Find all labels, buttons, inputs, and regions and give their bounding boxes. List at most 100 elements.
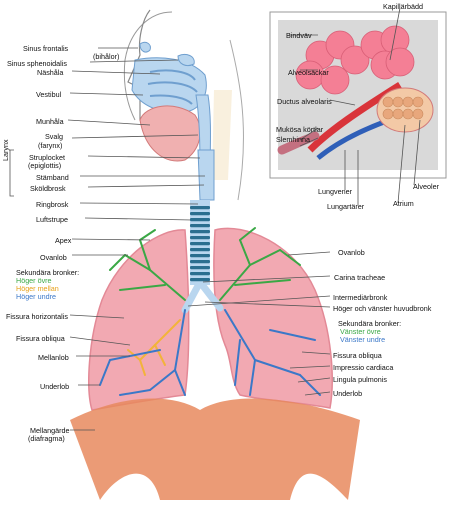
- bronchus-right-upper: [119, 284, 166, 291]
- label-lungartarer: Lungartärer: [327, 202, 365, 211]
- bronchus-right-lower: [174, 369, 186, 396]
- leader-line: [71, 70, 161, 75]
- trachea-ring: [190, 278, 210, 282]
- leader-line: [297, 377, 331, 383]
- label-hoger-mellan: Höger mellan: [16, 284, 59, 293]
- leader-line: [89, 59, 179, 63]
- label-fissura-obliqua-left: Fissura obliqua: [16, 334, 65, 343]
- bronchus-left-lower: [269, 329, 316, 341]
- trachea-ring: [190, 242, 210, 246]
- leader-line: [79, 202, 199, 205]
- bronchus-right-upper: [124, 254, 151, 271]
- trachea-ring: [190, 254, 210, 258]
- bronchus-left-lower: [299, 374, 321, 396]
- bronchus-left-lower: [224, 309, 256, 361]
- label-mukosa-kortlar: Mukösa körtlar: [276, 125, 324, 134]
- trachea-ring: [190, 236, 210, 240]
- label-lingula-pulmonis: Lingula pulmonis: [333, 375, 387, 384]
- bronchus-left-upper: [239, 227, 256, 241]
- label-hoger-undre: Höger undre: [16, 292, 56, 301]
- bronchus-left-upper: [234, 279, 291, 286]
- leader-line: [287, 251, 331, 256]
- alveolus: [402, 108, 414, 120]
- bronchus-right-middle: [154, 344, 166, 366]
- leader-line: [299, 137, 319, 147]
- bronchus-left-upper: [249, 249, 281, 266]
- trachea-ring: [190, 272, 210, 276]
- label-larynx: Larynx: [1, 139, 10, 161]
- leader-line: [71, 134, 199, 139]
- label-skoldbrosk: Sköldbrosk: [30, 184, 66, 193]
- bronchiole-inset: [277, 131, 320, 155]
- label-epiglottis: (epiglottis): [28, 161, 62, 170]
- alveolus: [382, 96, 394, 108]
- label-sinus-frontalis: Sinus frontalis: [23, 44, 69, 53]
- leader-line: [87, 155, 201, 159]
- bronchus-left-lower: [254, 359, 301, 376]
- label-bihalor: (bihålor): [93, 52, 120, 61]
- alveolar-sac: [340, 45, 370, 75]
- label-slemhinna: Slemhinna: [276, 135, 310, 144]
- leader-line: [69, 314, 125, 319]
- leader-line: [202, 275, 331, 283]
- right-main-bronchus: [181, 278, 204, 314]
- label-hoger-vanster-huvudbronk: Höger och vänster huvudbronk: [333, 304, 432, 313]
- trachea-ring: [190, 248, 210, 252]
- label-luftstrupe: Luftstrupe: [36, 215, 68, 224]
- leader-line: [71, 238, 151, 241]
- alveolus: [412, 96, 424, 108]
- nasal-cavity: [131, 57, 207, 114]
- label-stamband: Stämband: [36, 173, 69, 182]
- leader-line: [299, 127, 319, 141]
- alveolus: [412, 108, 424, 120]
- label-hoger-ovre: Höger övre: [16, 276, 52, 285]
- label-ringbrosk: Ringbrosk: [36, 200, 69, 209]
- leader-line: [69, 336, 131, 346]
- alveolus: [402, 96, 414, 108]
- label-vanster-undre: Vänster undre: [340, 335, 386, 344]
- trachea-ring: [190, 218, 210, 222]
- leader-line: [301, 351, 331, 355]
- bronchus-right-upper: [149, 269, 186, 301]
- label-alveoler: Alveoler: [413, 182, 439, 191]
- label-ovanlob-left: Ovanlob: [40, 253, 67, 262]
- trachea-ring: [190, 260, 210, 264]
- label-mellanlob: Mellanlob: [38, 353, 69, 362]
- bronchus-right-lower: [109, 349, 161, 361]
- label-ductus-alveolaris: Ductus alveolaris: [277, 97, 332, 106]
- bronchus-right-lower: [99, 359, 111, 386]
- label-kapillarbadd: Kapillärbädd: [383, 2, 423, 11]
- leader-line: [67, 119, 151, 126]
- leader-line: [304, 391, 331, 396]
- label-fissura-horizontalis: Fissura horizontalis: [6, 312, 68, 321]
- label-vestibul: Vestibul: [36, 90, 62, 99]
- label-sinus-sphenoidalis: Sinus sphenoidalis: [7, 59, 67, 68]
- bronchus-left-lower: [249, 359, 256, 396]
- trachea-ring: [190, 266, 210, 270]
- tongue: [139, 105, 201, 162]
- leader-line: [84, 217, 193, 221]
- alveolar-sac: [320, 65, 350, 95]
- bronchus-right-lower: [119, 389, 151, 396]
- label-apex: Apex: [55, 236, 72, 245]
- leader-line: [289, 365, 331, 369]
- label-vanster-ovre: Vänster övre: [340, 327, 381, 336]
- trachea-ring: [190, 224, 210, 228]
- trachea-ring: [190, 212, 210, 216]
- label-diafragma: (diafragma): [28, 434, 65, 443]
- label-sekundara-bronker-left: Sekundära bronker:: [16, 268, 80, 277]
- label-nashala: Näshåla: [37, 68, 64, 77]
- label-fissura-obliqua-right: Fissura obliqua: [333, 351, 382, 360]
- left-lung-shape: [213, 227, 333, 409]
- neck-back-outline: [229, 39, 244, 201]
- larynx-shape: [197, 149, 215, 201]
- label-lungvener: Lungvener: [318, 187, 352, 196]
- bronchus-right-upper: [109, 254, 126, 271]
- alveolus: [392, 96, 404, 108]
- alveolus: [382, 108, 394, 120]
- larynx-bracket: [9, 149, 14, 197]
- alveolar-sacs: [277, 25, 434, 160]
- label-bindvav: Bindväv: [286, 31, 312, 40]
